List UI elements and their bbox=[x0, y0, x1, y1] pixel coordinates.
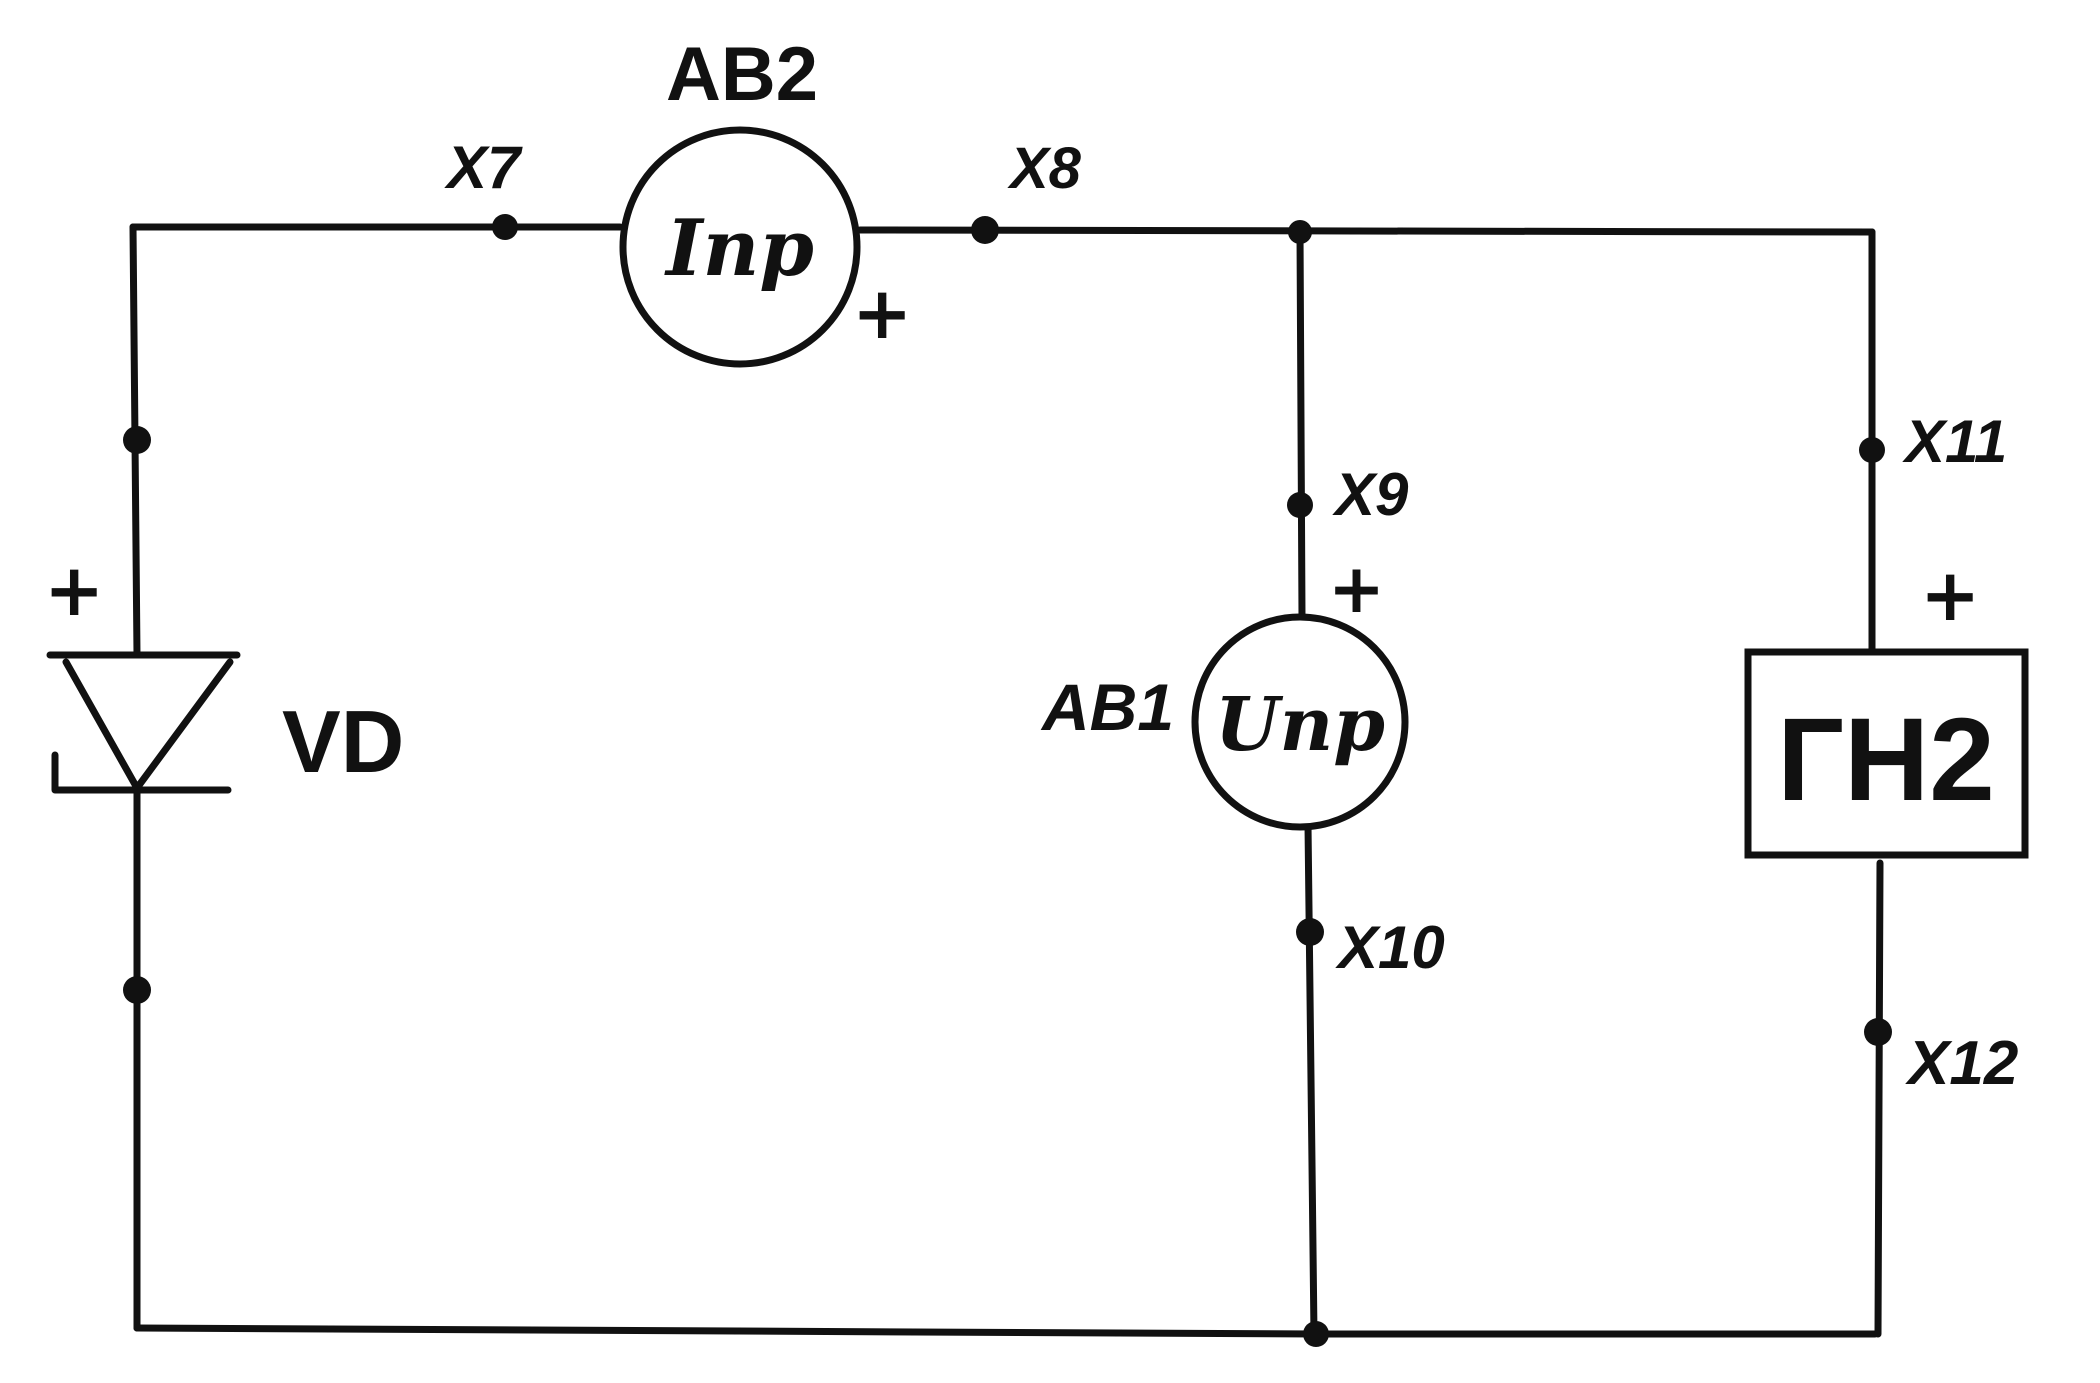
terminal-x12-label: X12 bbox=[1905, 1029, 2018, 1098]
diode-polarity-plus: + bbox=[44, 548, 104, 632]
generator-gn2: ГН2 + bbox=[1744, 553, 2029, 859]
generator-label: ГН2 bbox=[1777, 694, 1995, 826]
junction-top-dot bbox=[1288, 220, 1312, 244]
terminal-x7-label: X7 bbox=[444, 134, 523, 201]
wire-top-right bbox=[856, 226, 1876, 236]
terminal-x10-label: X10 bbox=[1335, 914, 1445, 981]
junction-bottom-dot bbox=[1303, 1321, 1329, 1347]
terminal-x10-dot bbox=[1296, 918, 1324, 946]
terminal-x7-dot bbox=[492, 214, 518, 240]
wire-middle-upper bbox=[1296, 228, 1306, 621]
meter-ab1-symbol: Uпр bbox=[1215, 682, 1385, 768]
wire-right-lower bbox=[1874, 859, 1884, 1338]
terminal-x11-dot bbox=[1859, 437, 1885, 463]
diode-cathode-bar bbox=[51, 751, 232, 794]
diode-triangle bbox=[62, 658, 234, 792]
terminal-x9-dot bbox=[1287, 492, 1313, 518]
terminal-x8-dot bbox=[971, 216, 999, 244]
meter-ab1-polarity-plus: + bbox=[1328, 550, 1385, 629]
junction-left-upper-dot bbox=[123, 426, 151, 454]
terminals: X7 X8 X9 X10 X11 X12 bbox=[123, 134, 2018, 1347]
wire-bottom bbox=[133, 1324, 1879, 1338]
generator-polarity-plus: + bbox=[1920, 553, 1980, 637]
generator-box bbox=[1744, 648, 2029, 859]
diode-label: VD bbox=[282, 692, 404, 791]
meter-ab2-polarity-plus: + bbox=[852, 271, 912, 355]
meter-ab1-circle bbox=[1191, 613, 1409, 831]
meter-ab2-symbol: Iпр bbox=[664, 203, 814, 294]
meter-ab2: Iпр АВ2 + bbox=[619, 32, 912, 368]
meter-ab1: Uпр АВ1 + bbox=[1040, 550, 1409, 831]
meter-ab2-label: АВ2 bbox=[666, 32, 818, 117]
diode-vd: + VD bbox=[44, 548, 404, 794]
terminal-x11-label: X11 bbox=[1902, 408, 2007, 475]
meter-ab2-circle bbox=[619, 126, 861, 368]
meter-ab1-label: АВ1 bbox=[1040, 670, 1174, 744]
terminal-x8-label: X8 bbox=[1007, 136, 1082, 201]
junction-left-lower-dot bbox=[123, 976, 151, 1004]
terminal-x12-dot bbox=[1864, 1018, 1892, 1046]
wire-middle-lower bbox=[1304, 821, 1318, 1338]
terminal-x9-label: X9 bbox=[1332, 461, 1409, 528]
